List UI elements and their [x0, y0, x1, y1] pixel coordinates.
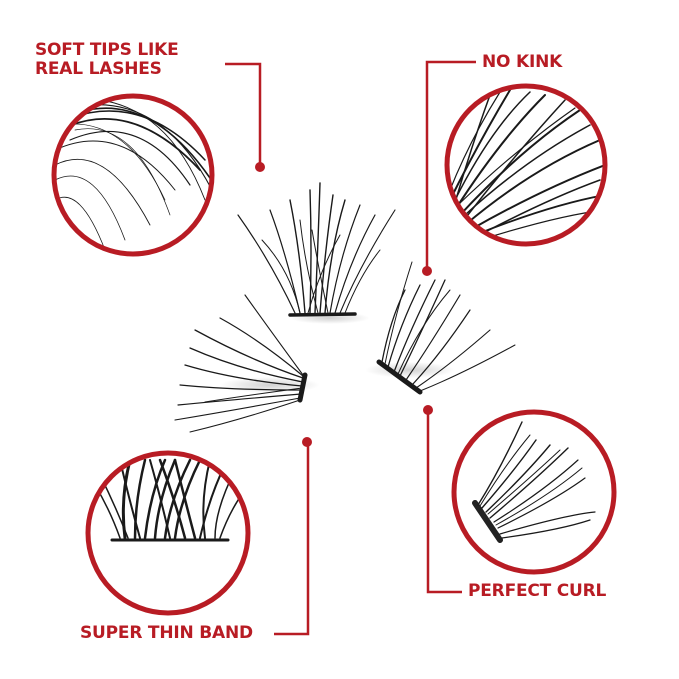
- callout-super-thin-band: SUPER THIN BAND: [80, 624, 253, 643]
- connector-dot-no-kink: [422, 266, 432, 276]
- connector-dot-super-thin-band: [302, 437, 312, 447]
- lash-cluster-top: [237, 182, 396, 317]
- callout-soft-tips-line2: REAL LASHES: [35, 59, 162, 79]
- lash-cluster-left: [174, 294, 308, 433]
- circle-frame-no-kink: [444, 83, 608, 247]
- connector-soft-tips: [225, 62, 262, 166]
- callout-super-thin-band-line1: SUPER THIN BAND: [80, 623, 253, 643]
- callout-perfect-curl-line1: PERFECT CURL: [468, 581, 607, 601]
- callout-no-kink: NO KINK: [482, 53, 562, 72]
- callout-perfect-curl: PERFECT CURL: [468, 582, 606, 601]
- circle-frame-perfect-curl: [451, 409, 617, 575]
- connector-super-thin-band: [274, 442, 310, 636]
- callout-no-kink-line1: NO KINK: [482, 52, 563, 72]
- lash-cluster-right: [376, 261, 516, 395]
- callout-soft-tips-line1: SOFT TIPS LIKE: [35, 40, 179, 60]
- zoom-perfect-curl: [472, 421, 596, 543]
- circle-frame-soft-tips: [51, 93, 215, 257]
- connector-no-kink: [425, 60, 476, 271]
- zoom-soft-tips: [55, 99, 211, 251]
- connector-dot-perfect-curl: [423, 405, 433, 415]
- callout-soft-tips: SOFT TIPS LIKE REAL LASHES: [35, 41, 179, 79]
- connector-perfect-curl: [426, 410, 462, 594]
- circle-frame-super-thin-band: [85, 450, 251, 616]
- zoom-super-thin-band: [94, 458, 246, 542]
- connector-dot-soft-tips: [255, 162, 265, 172]
